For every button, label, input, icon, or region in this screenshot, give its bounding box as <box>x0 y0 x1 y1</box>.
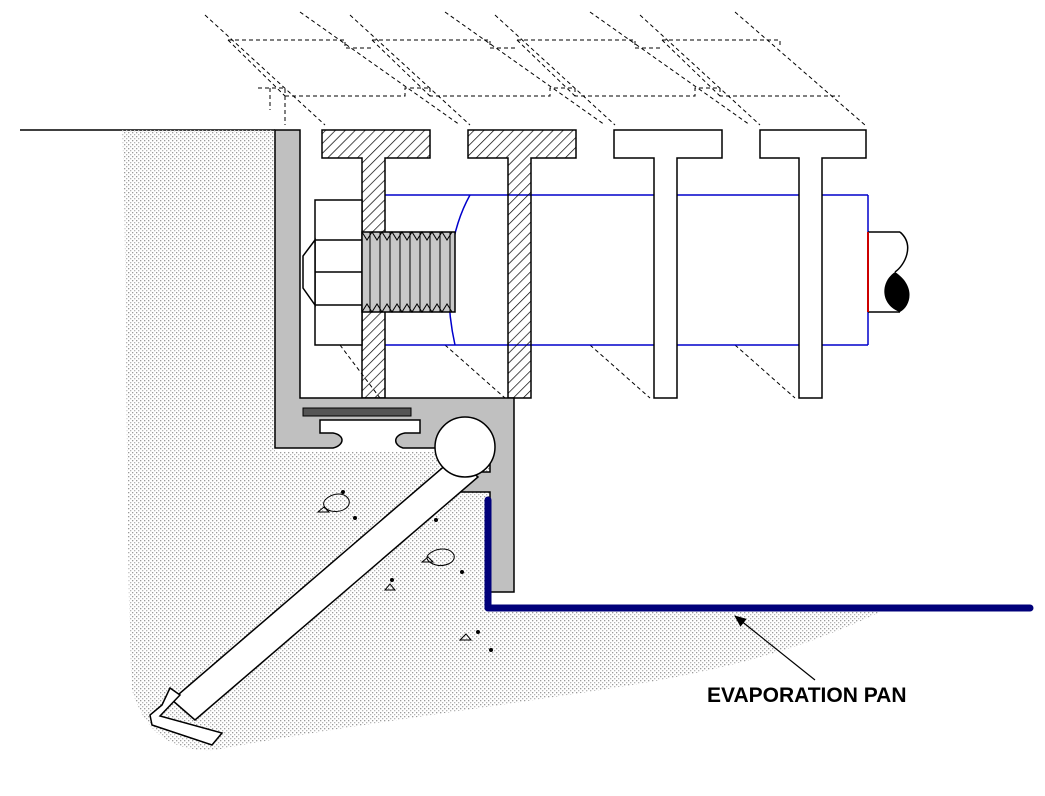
rod-broken-end <box>867 231 910 313</box>
bolt-thread <box>361 231 456 313</box>
cross-rod <box>385 194 869 346</box>
evaporation-pan <box>484 496 1034 612</box>
grating-outline <box>204 11 866 399</box>
anchor-ball <box>434 416 496 478</box>
grating-bar-2 <box>467 129 577 399</box>
evaporation-pan-label: EVAPORATION PAN <box>707 684 907 707</box>
grating-bar-4 <box>759 129 867 399</box>
callout-leader <box>734 615 816 681</box>
grating-bar-3 <box>613 129 723 399</box>
hex-bolt <box>302 199 456 346</box>
anchor-rod <box>149 416 496 746</box>
concrete-aggregate <box>316 490 493 652</box>
extrusion-slot-bar <box>302 407 412 417</box>
